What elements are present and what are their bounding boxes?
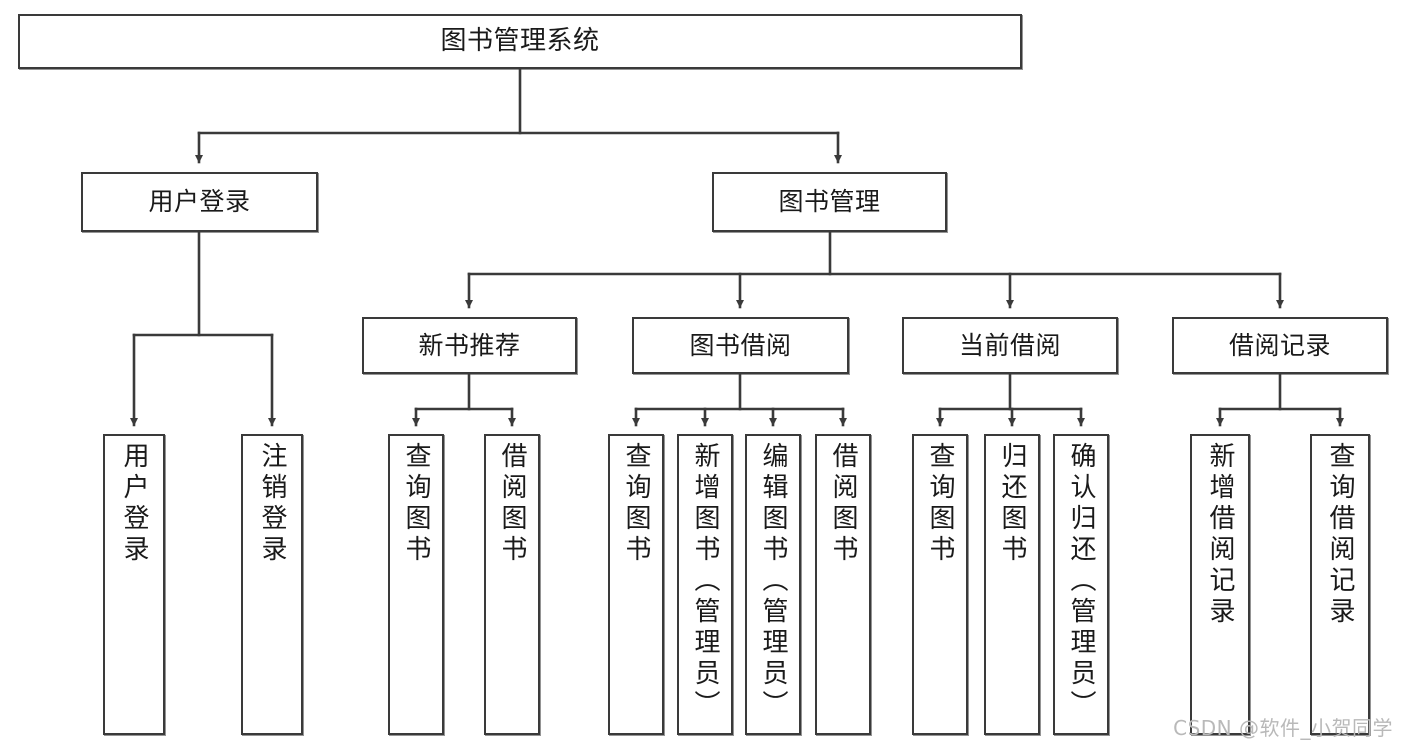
node-label: 编辑图书（管理员）: [758, 442, 788, 721]
leaf-confirm-return-admin[interactable]: 确认归还（管理员）: [1053, 434, 1109, 735]
leaf-query-book-borrow[interactable]: 查询图书: [608, 434, 664, 735]
node-label: 查询图书: [925, 442, 955, 566]
node-new-book-recommend[interactable]: 新书推荐: [362, 317, 577, 374]
node-label: 用户登录: [119, 442, 149, 566]
node-borrow-record[interactable]: 借阅记录: [1172, 317, 1388, 374]
leaf-borrow-book[interactable]: 借阅图书: [815, 434, 871, 735]
node-label: 查询借阅记录: [1325, 442, 1355, 628]
leaf-query-book-current[interactable]: 查询图书: [912, 434, 968, 735]
leaf-borrow-book-rec[interactable]: 借阅图书: [484, 434, 540, 735]
node-label: 借阅记录: [1228, 330, 1331, 360]
node-label: 借阅图书: [828, 442, 858, 566]
leaf-add-borrow-record[interactable]: 新增借阅记录: [1190, 434, 1250, 735]
node-label: 用户登录: [148, 187, 251, 217]
leaf-query-borrow-record[interactable]: 查询借阅记录: [1310, 434, 1370, 735]
node-label: 图书管理: [778, 187, 881, 217]
leaf-user-login[interactable]: 用户登录: [103, 434, 165, 735]
leaf-query-book-rec[interactable]: 查询图书: [388, 434, 444, 735]
node-user-login[interactable]: 用户登录: [81, 172, 318, 232]
node-book-management[interactable]: 图书管理: [712, 172, 947, 232]
node-label: 注销登录: [257, 442, 287, 566]
node-root-system[interactable]: 图书管理系统: [18, 14, 1022, 69]
node-label: 查询图书: [621, 442, 651, 566]
leaf-return-book[interactable]: 归还图书: [984, 434, 1040, 735]
node-label: 图书管理系统: [440, 26, 600, 57]
node-label: 新增借阅记录: [1205, 442, 1235, 628]
leaf-logout[interactable]: 注销登录: [241, 434, 303, 735]
node-label: 确认归还（管理员）: [1066, 442, 1096, 721]
node-label: 新增图书（管理员）: [690, 442, 720, 721]
node-book-borrow[interactable]: 图书借阅: [632, 317, 849, 374]
csdn-watermark: CSDN @软件_小贺同学: [1173, 716, 1393, 740]
node-label: 图书借阅: [689, 330, 792, 360]
node-current-borrow[interactable]: 当前借阅: [902, 317, 1118, 374]
node-label: 查询图书: [401, 442, 431, 566]
node-label: 借阅图书: [497, 442, 527, 566]
node-label: 当前借阅: [958, 330, 1061, 360]
leaf-add-book-admin[interactable]: 新增图书（管理员）: [677, 434, 733, 735]
node-label: 新书推荐: [418, 330, 521, 360]
leaf-edit-book-admin[interactable]: 编辑图书（管理员）: [745, 434, 801, 735]
node-label: 归还图书: [997, 442, 1027, 566]
